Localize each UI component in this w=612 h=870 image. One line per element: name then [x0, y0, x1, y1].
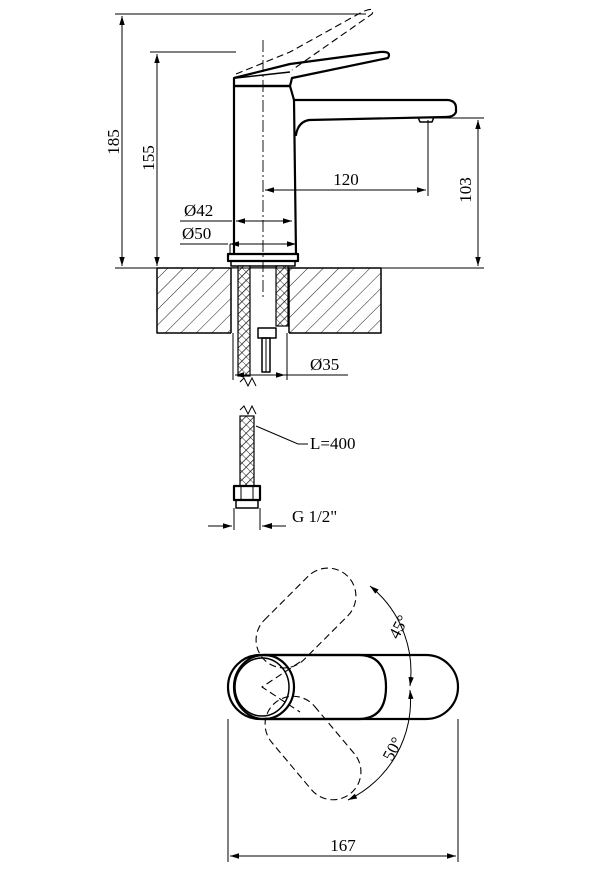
dim-hole-diameter: Ø35: [310, 355, 339, 374]
dim-hose-length: L=400: [310, 434, 355, 453]
dim-plan-width: 167: [330, 836, 356, 855]
mounting-kit: [232, 265, 289, 509]
dim-angle-50: 50°: [379, 734, 407, 764]
dim-spout-reach: 120: [333, 170, 359, 189]
faucet-body: [226, 8, 458, 300]
countertop-section: [156, 267, 382, 334]
dim-base-diameter: Ø50: [182, 224, 211, 243]
dim-body-diameter: Ø42: [184, 201, 213, 220]
dim-spout-height: 155: [139, 145, 158, 171]
horizontal-dimensions-side: 120 Ø42 Ø50 Ø35 L=400 G 1/2": [180, 120, 429, 530]
vertical-dimensions: 185 155 103: [104, 13, 484, 269]
dim-outlet-height: 103: [456, 177, 475, 203]
dim-total-height: 185: [104, 129, 123, 155]
dim-angle-45: 45°: [385, 612, 413, 642]
dim-thread: G 1/2": [292, 507, 337, 526]
plan-view: 45° 50° 167: [226, 567, 460, 862]
